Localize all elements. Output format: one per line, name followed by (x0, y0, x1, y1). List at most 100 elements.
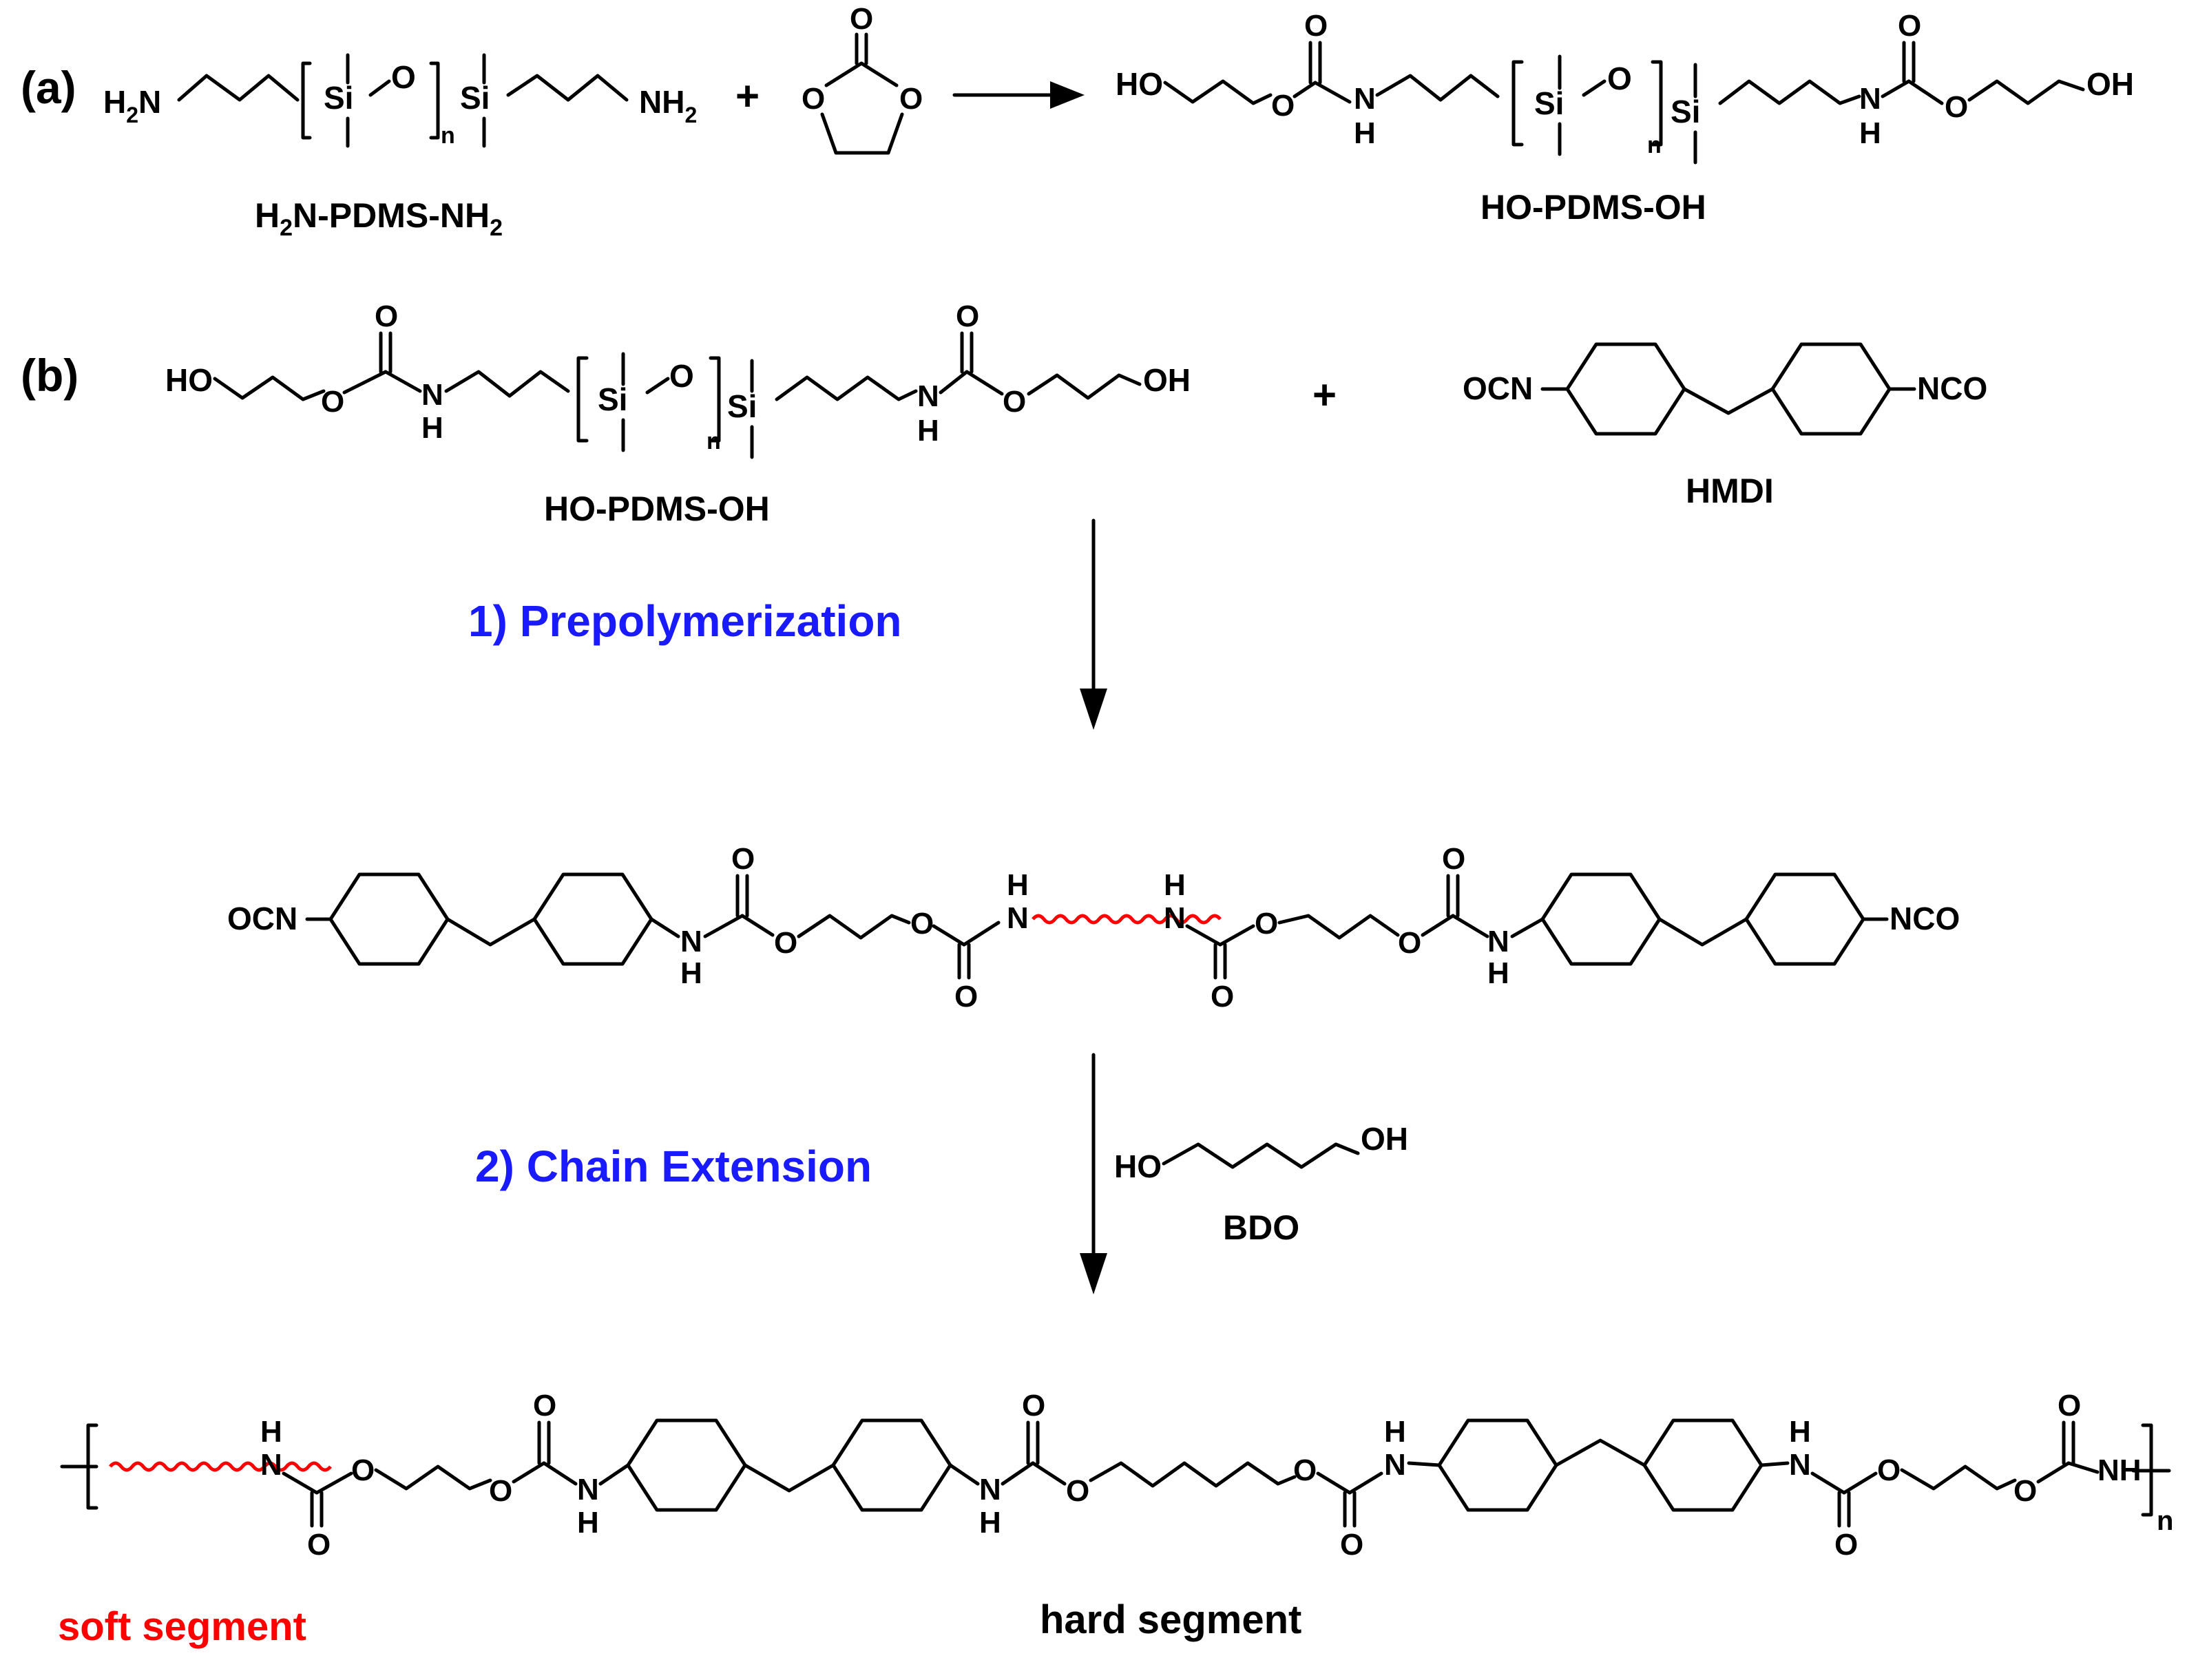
pre-bond-2 (649, 917, 680, 938)
fp-ring-2 (831, 1418, 952, 1512)
carbonyl-o-right: O (1898, 9, 1921, 43)
si-b-1: Si (598, 381, 627, 417)
pre-ring-4 (1744, 872, 1865, 966)
propyl-b-left (444, 370, 570, 398)
polymer-bracket-left (86, 1423, 98, 1510)
bracket-b-right (709, 356, 721, 443)
pre-ester-o-4: O (1398, 926, 1421, 960)
polymer-repeat-n: n (2157, 1506, 2173, 1536)
propyl-chain-left (177, 74, 300, 102)
ester-bond-left (1293, 81, 1317, 98)
propyl-left-a (1375, 74, 1500, 102)
fp-b9 (1316, 1471, 1352, 1495)
reaction-arrow-2 (1080, 1053, 1107, 1294)
pre-n-2: N (1007, 901, 1029, 935)
fp-eo-2: O (489, 1474, 512, 1508)
amide-b-right (939, 370, 969, 395)
pre-o-4: O (1442, 842, 1465, 876)
fp-b2 (315, 1471, 353, 1495)
ring-bond-5 (886, 112, 904, 155)
si-b-2: Si (727, 388, 757, 424)
n-b-left: N (421, 378, 443, 412)
pre-n-1: N (680, 925, 702, 958)
amide-b-left (384, 370, 422, 393)
ring-o-left: O (802, 82, 825, 116)
h-left: H (1354, 116, 1376, 150)
ring-bond-1 (824, 61, 864, 87)
propyl-right-a (1718, 79, 1861, 105)
fp-b4 (542, 1461, 578, 1486)
fp-h-3: H (979, 1506, 1001, 1540)
pre-bond-6 (962, 921, 1001, 947)
plus-sign-b: + (1312, 372, 1337, 418)
amine-left-label: H2N (103, 84, 161, 127)
final-polymer-structure: H N O O O O N H N H O O O O H (60, 1389, 2173, 1562)
h-b-right: H (917, 414, 939, 448)
fp-n-4: N (1384, 1448, 1406, 1482)
h2n-pdms-nh2-structure: H2N Si O n Si NH2 (103, 53, 697, 149)
fp-b8 (1031, 1461, 1067, 1486)
amine-pdms-name: H2N-PDMS-NH2 (255, 196, 503, 241)
soft-segment-wave (109, 1461, 332, 1472)
pre-ester-o-1: O (774, 926, 797, 960)
propyl-chain-right (506, 74, 629, 102)
fp-b10 (1348, 1471, 1383, 1495)
fp-o-1: O (307, 1528, 331, 1562)
fp-eo-4: O (1293, 1453, 1317, 1487)
ethylene-carbonate-structure: O O O (802, 2, 923, 155)
pre-ethyl-1 (797, 914, 911, 940)
fp-ethyl-2 (1900, 1464, 2017, 1491)
amine-right-label: NH2 (639, 84, 697, 127)
n-b-right: N (917, 379, 939, 413)
bracket-left-a (1511, 60, 1524, 147)
oh-b-right: OH (1143, 362, 1191, 398)
fp-o-3: O (1022, 1389, 1045, 1422)
pre-ester-o-3: O (1255, 907, 1278, 941)
carbonyl-o-b-right: O (956, 300, 979, 333)
siloxane-o: O (391, 59, 416, 95)
pre-ethyl-2 (1277, 914, 1400, 940)
fp-o-6: O (2058, 1389, 2081, 1422)
amide-bond-left (1313, 81, 1352, 104)
step-2-label: 2) Chain Extension (475, 1142, 872, 1191)
amide-bond-right (1881, 79, 1911, 98)
fp-ethyl-1 (374, 1464, 492, 1491)
fp-b16 (2066, 1461, 2100, 1474)
fp-ring-1 (626, 1418, 747, 1512)
fp-eo-5: O (1877, 1453, 1901, 1487)
butane-chain (1162, 1142, 1360, 1169)
reaction-arrow-1 (1080, 518, 1107, 730)
pre-o-2: O (954, 980, 978, 1014)
repeat-n-a2: n (1647, 132, 1662, 158)
ester-o-b-right: O (1003, 385, 1026, 419)
fp-o-2: O (533, 1389, 556, 1422)
pre-o-1: O (731, 842, 755, 876)
fp-b6 (948, 1463, 980, 1486)
h-right: H (1859, 116, 1881, 150)
pre-bond-10 (1451, 914, 1489, 938)
fp-h-1: H (260, 1415, 282, 1449)
ester-o-right: O (1945, 90, 1968, 124)
pre-bond-11 (1510, 917, 1545, 938)
n-right: N (1859, 82, 1881, 116)
pre-h-2: H (1007, 868, 1029, 902)
repeat-bracket-right (429, 61, 440, 140)
repeat-bracket-left (301, 61, 312, 140)
fp-ring-3 (1437, 1418, 1558, 1512)
repeat-n-a: n (441, 123, 455, 149)
pre-bond-8 (1218, 924, 1255, 947)
pre-bridge-2 (1657, 917, 1748, 947)
arrow-head-a (1050, 81, 1085, 109)
methylene-bridge (1682, 387, 1775, 415)
bracket-b-left (576, 356, 589, 443)
hard-segment-label: hard segment (1040, 1597, 1301, 1642)
fp-b13 (1810, 1471, 1846, 1495)
fp-n-3: N (979, 1473, 1001, 1506)
fp-butyl (1089, 1461, 1297, 1488)
fp-b7 (1001, 1461, 1035, 1486)
hydroxyethyl-right (1967, 79, 2085, 105)
nco-hmdi: NCO (1917, 370, 1987, 406)
fp-bridge-1 (743, 1463, 835, 1493)
pre-bond-9 (1421, 914, 1455, 937)
bdo-ho: HO (1114, 1148, 1162, 1184)
